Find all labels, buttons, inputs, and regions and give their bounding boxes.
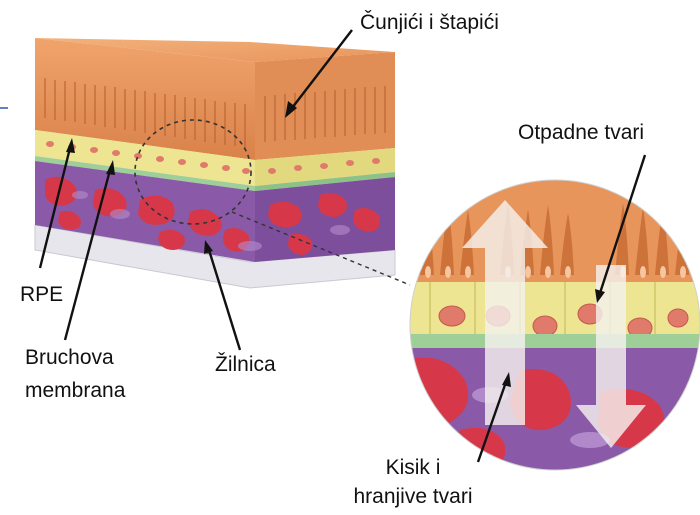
label-bruch-membrane-line2: membrana xyxy=(25,378,125,404)
label-waste: Otpadne tvari xyxy=(518,120,644,146)
label-photoreceptors: Čunjići i štapići xyxy=(360,10,499,36)
label-choroid: Žilnica xyxy=(215,352,276,378)
label-nutrients-line2: hranjive tvari xyxy=(333,484,493,510)
magnified-bruch-band xyxy=(405,334,700,348)
label-rpe: RPE xyxy=(20,282,63,308)
label-nutrients-line1: Kisik i xyxy=(368,455,458,481)
label-bruch-membrane-line1: Bruchova xyxy=(25,345,114,371)
